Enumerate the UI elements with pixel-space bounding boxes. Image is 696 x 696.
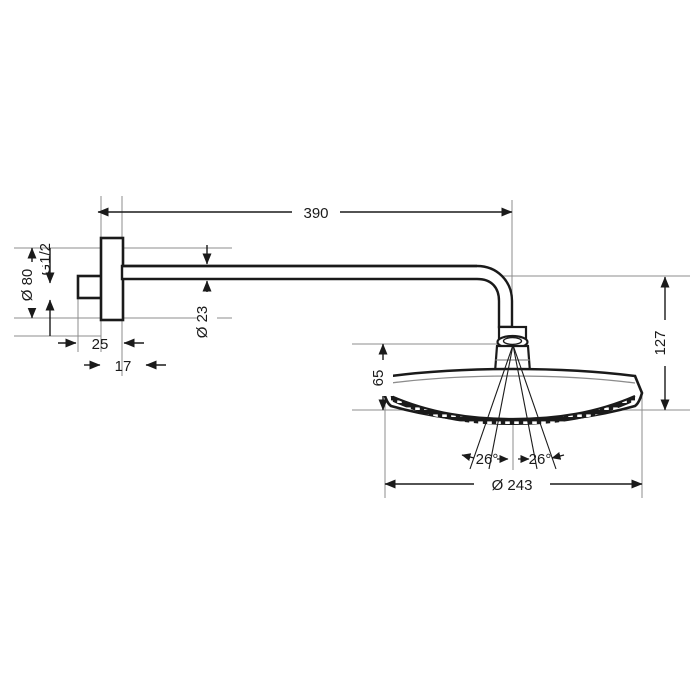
dimension-17: 17 bbox=[84, 358, 166, 375]
shower-head-top-edge bbox=[390, 375, 636, 384]
dimension-d80-label: Ø 80 bbox=[19, 269, 36, 302]
dimension-angle-right: 26° bbox=[518, 451, 565, 468]
shower-assembly-geometry bbox=[76, 236, 644, 424]
spray-face-outline bbox=[390, 394, 636, 421]
dimension-127-label: 127 bbox=[652, 330, 669, 355]
dimension-angle-left: 26° bbox=[461, 451, 509, 468]
dimension-d23-label: Ø 23 bbox=[194, 306, 211, 339]
dimension-390-label: 390 bbox=[303, 205, 328, 222]
wall-flange bbox=[99, 236, 125, 322]
dimension-angle-left-label: 26° bbox=[476, 451, 499, 468]
dimension-17-label: 17 bbox=[115, 358, 132, 375]
dimension-d243-label: Ø 243 bbox=[492, 477, 533, 494]
dimension-127: 127 bbox=[652, 276, 675, 411]
dimension-25-label: 25 bbox=[92, 336, 109, 353]
dimension-390: 390 bbox=[97, 202, 513, 222]
spray-cone-lines bbox=[469, 344, 557, 470]
dimension-65: 65 bbox=[370, 343, 393, 411]
dimension-65-label: 65 bbox=[370, 370, 387, 387]
inlet-nipple bbox=[76, 274, 104, 300]
shower-head-plate bbox=[382, 367, 644, 424]
dimension-angle-right-label: 26° bbox=[529, 451, 552, 468]
dimension-d23: Ø 23 bbox=[194, 245, 217, 350]
dimension-d243: Ø 243 bbox=[384, 474, 643, 494]
dimension-25: 25 bbox=[58, 336, 144, 353]
dimension-d80: Ø 80 bbox=[19, 247, 42, 319]
